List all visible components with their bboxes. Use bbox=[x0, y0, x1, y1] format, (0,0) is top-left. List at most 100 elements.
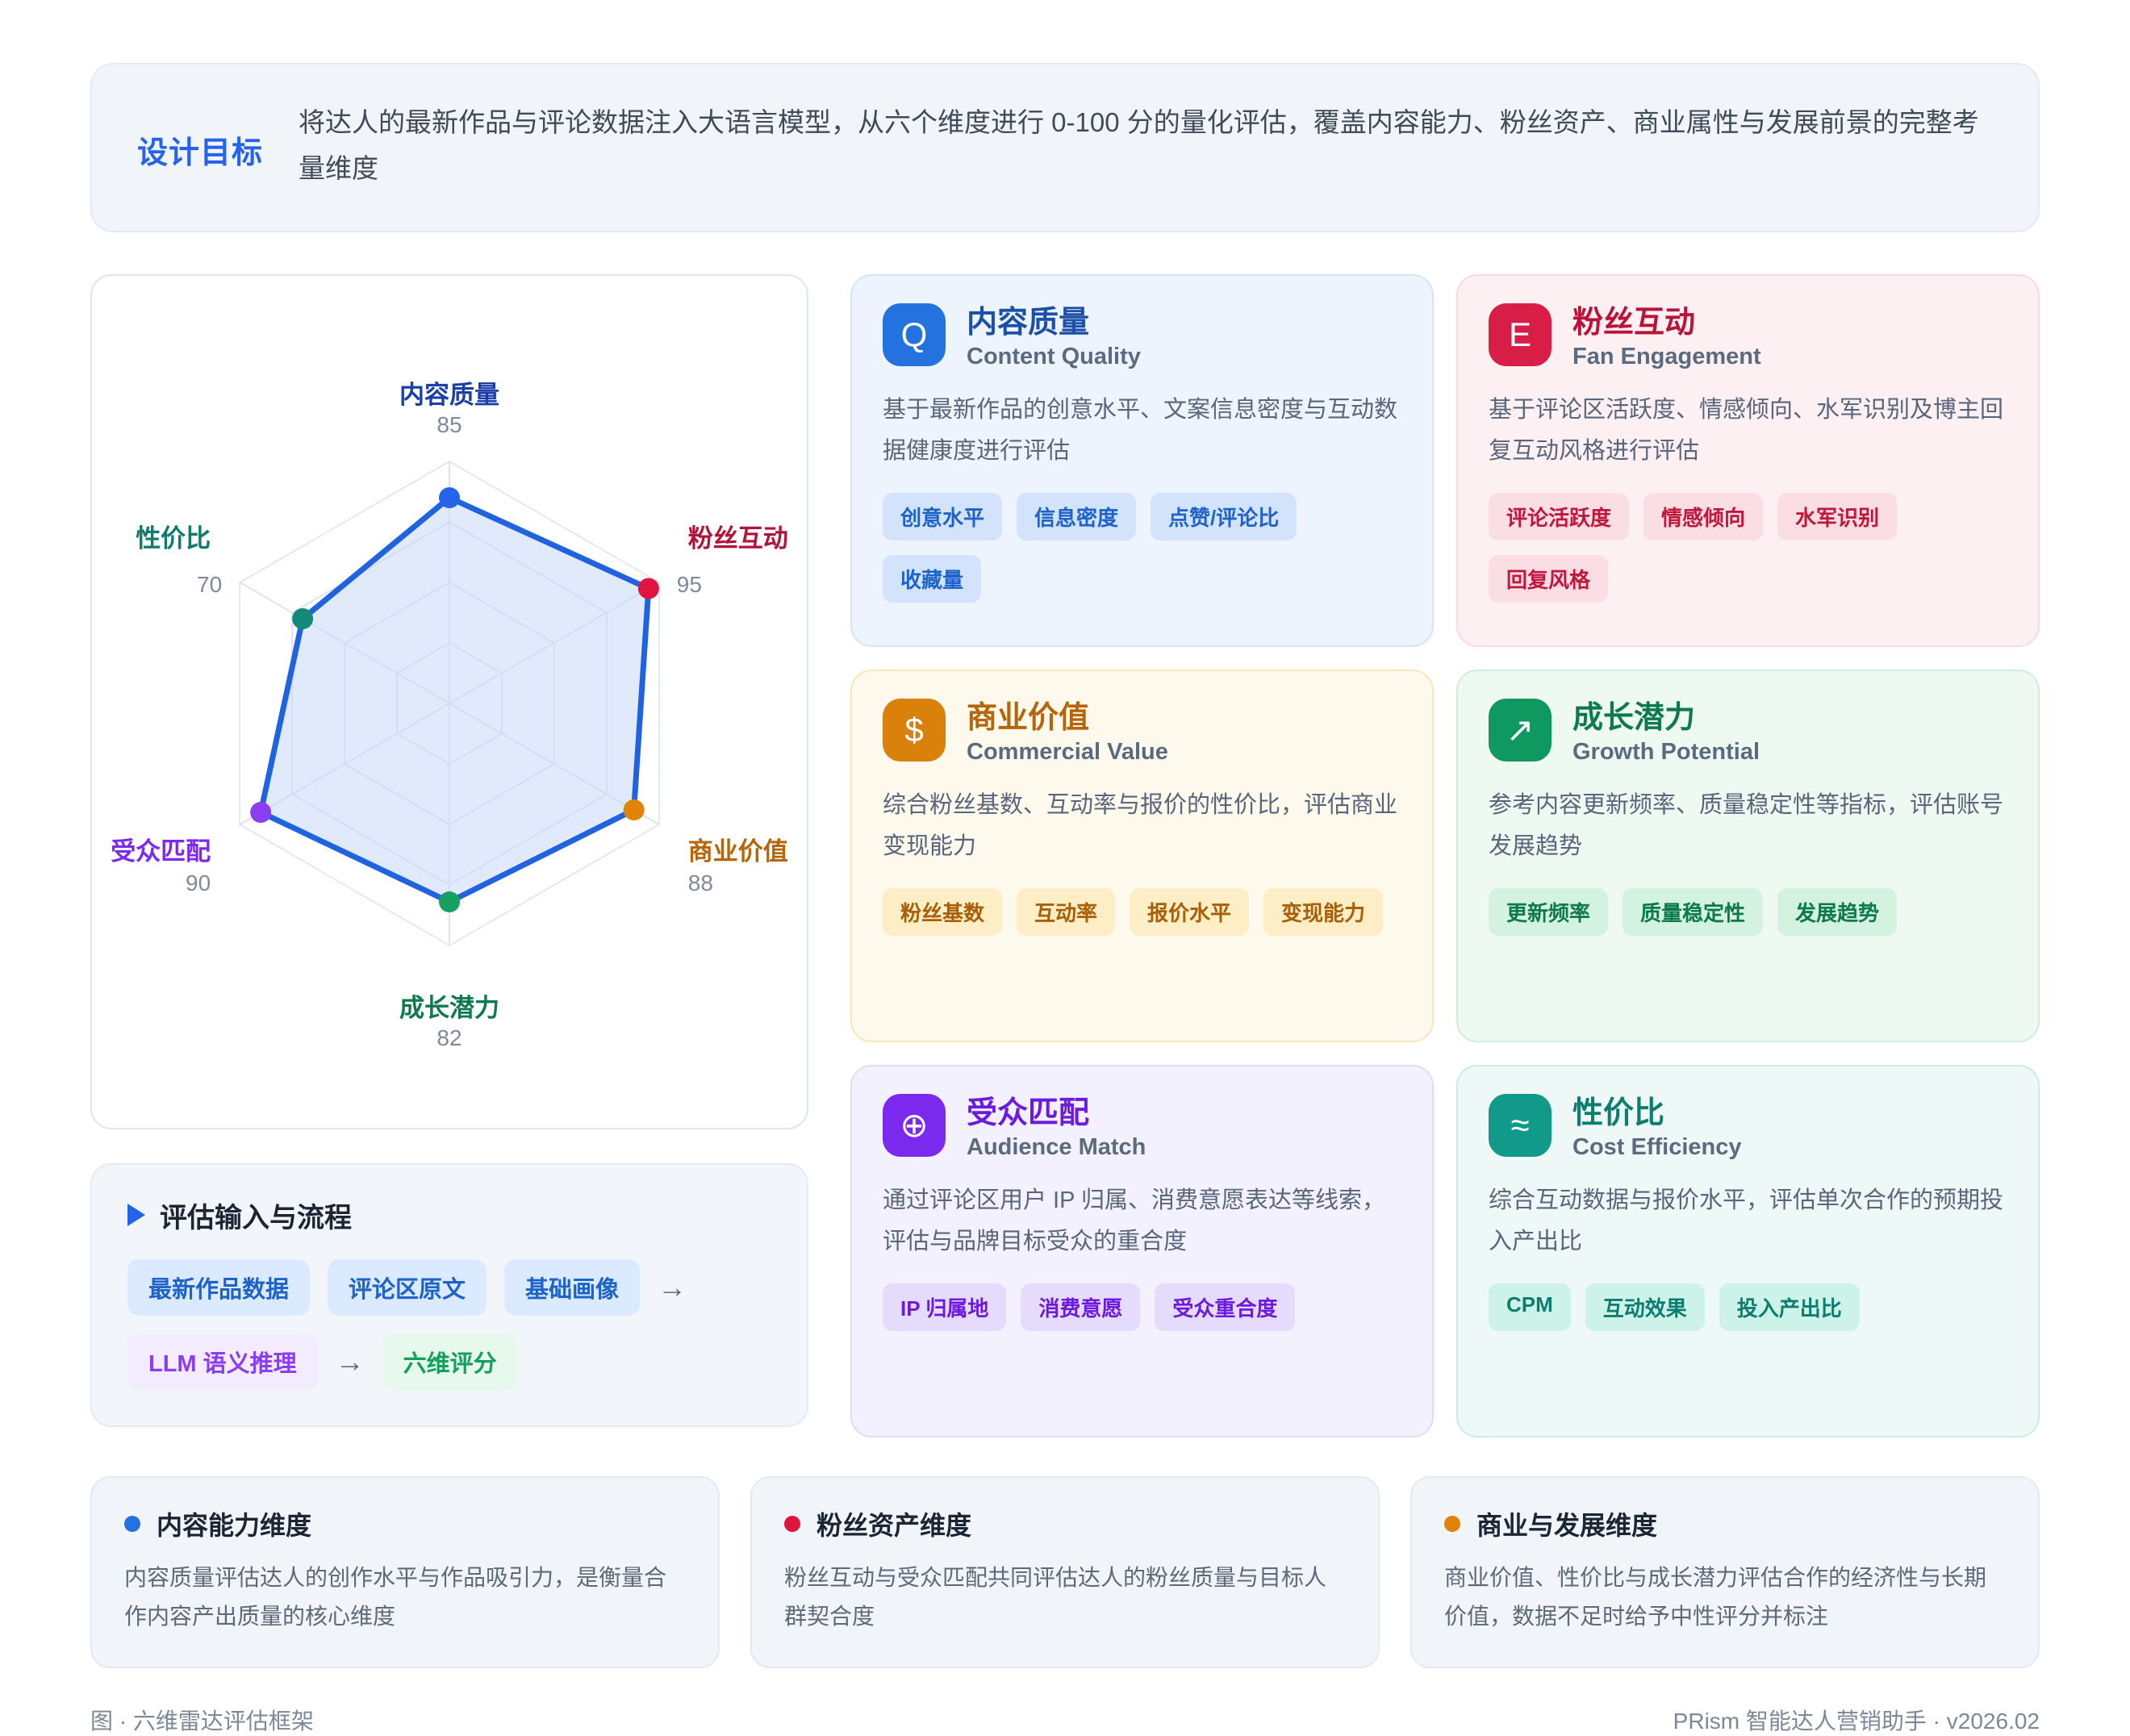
design-goal-banner: 设计目标 将达人的最新作品与评论数据注入大语言模型，从六个维度进行 0-100 … bbox=[90, 63, 2040, 232]
svg-text:受众匹配: 受众匹配 bbox=[111, 837, 211, 866]
dimension-card-commercial-value[interactable]: $ 商业价值 Commercial Value 综合粉丝基数、互动率与报价的性价… bbox=[850, 669, 1434, 1042]
card-title-cn: 受众匹配 bbox=[967, 1095, 1090, 1130]
card-tag[interactable]: IP 归属地 bbox=[883, 1283, 1007, 1332]
card-title-en: Cost Efficiency bbox=[1572, 1134, 1742, 1161]
dimension-card-fan-engagement[interactable]: E 粉丝互动 Fan Engagement 基于评论区活跃度、情感倾向、水军识别… bbox=[1456, 273, 2040, 647]
flow-chip-llm-reasoning[interactable]: LLM 语义推理 bbox=[127, 1333, 318, 1390]
flow-process-row: LLM 语义推理 → 六维评分 bbox=[127, 1333, 771, 1390]
dimension-card-row-3: ⊕ 受众匹配 Audience Match 通过评论区用户 IP 归属、消费意愿… bbox=[850, 1064, 2040, 1438]
card-tag[interactable]: 消费意愿 bbox=[1021, 1283, 1141, 1332]
card-title-en: Content Quality bbox=[967, 344, 1141, 370]
svg-text:粉丝互动: 粉丝互动 bbox=[688, 524, 788, 553]
card-tag[interactable]: 回复风格 bbox=[1489, 555, 1609, 603]
summary-card-fan-asset: 粉丝资产维度 粉丝互动与受众匹配共同评估达人的粉丝质量与目标人群契合度 bbox=[750, 1475, 1380, 1668]
evaluation-flow-panel: 评估输入与流程 最新作品数据 评论区原文 基础画像 → LLM 语义推理 → 六… bbox=[90, 1162, 808, 1427]
card-tag[interactable]: 投入产出比 bbox=[1719, 1283, 1860, 1332]
status-dot bbox=[784, 1515, 800, 1532]
page-footer: 图 · 六维雷达评估框架 PRism 智能达人营销助手 · v2026.02 bbox=[90, 1704, 2040, 1736]
card-tag[interactable]: 更新频率 bbox=[1489, 888, 1609, 937]
card-header: E 粉丝互动 Fan Engagement bbox=[1489, 303, 2007, 371]
card-titles: 内容质量 Content Quality bbox=[967, 303, 1141, 371]
card-title-en: Fan Engagement bbox=[1572, 344, 1761, 370]
card-tag[interactable]: 情感倾向 bbox=[1643, 493, 1764, 541]
dimension-card-row-2: $ 商业价值 Commercial Value 综合粉丝基数、互动率与报价的性价… bbox=[850, 669, 2040, 1042]
card-tag[interactable]: 互动效果 bbox=[1585, 1283, 1705, 1332]
card-tag[interactable]: 水军识别 bbox=[1777, 493, 1898, 541]
svg-text:性价比: 性价比 bbox=[136, 524, 211, 553]
card-header: ⊕ 受众匹配 Audience Match bbox=[883, 1093, 1401, 1162]
summary-card-header: 粉丝资产维度 bbox=[784, 1505, 1346, 1542]
card-tag[interactable]: 创意水平 bbox=[883, 493, 1003, 541]
card-tag[interactable]: CPM bbox=[1489, 1283, 1571, 1332]
fan-engagement-badge-icon: E bbox=[1489, 303, 1552, 366]
audience-match-target-icon: ⊕ bbox=[883, 1093, 946, 1157]
summary-card-business-growth: 商业与发展维度 商业价值、性价比与成长潜力评估合作的经济性与长期价值，数据不足时… bbox=[1410, 1475, 2040, 1668]
svg-text:90: 90 bbox=[186, 870, 211, 895]
card-title-en: Growth Potential bbox=[1572, 739, 1760, 766]
dimension-card-content-quality[interactable]: Q 内容质量 Content Quality 基于最新作品的创意水平、文案信息密… bbox=[850, 273, 1434, 647]
card-title-en: Commercial Value bbox=[967, 739, 1168, 766]
card-header: ≈ 性价比 Cost Efficiency bbox=[1489, 1093, 2007, 1162]
svg-text:成长潜力: 成长潜力 bbox=[399, 994, 499, 1022]
flow-chip-six-dim-score[interactable]: 六维评分 bbox=[382, 1333, 518, 1390]
card-tag[interactable]: 粉丝基数 bbox=[883, 888, 1003, 937]
dimension-card-cost-efficiency[interactable]: ≈ 性价比 Cost Efficiency 综合互动数据与报价水平，评估单次合作… bbox=[1456, 1064, 2040, 1438]
card-tag[interactable]: 互动率 bbox=[1017, 888, 1116, 937]
card-header: $ 商业价值 Commercial Value bbox=[883, 698, 1401, 766]
card-title-cn: 粉丝互动 bbox=[1572, 305, 1696, 340]
card-tag[interactable]: 点赞/评论比 bbox=[1151, 493, 1297, 541]
card-title-cn: 成长潜力 bbox=[1572, 700, 1696, 735]
summary-card-content-capability: 内容能力维度 内容质量评估达人的创作水平与作品吸引力，是衡量合作内容产出质量的核… bbox=[90, 1475, 720, 1668]
card-description: 基于最新作品的创意水平、文案信息密度与互动数据健康度进行评估 bbox=[883, 397, 1398, 465]
card-description: 参考内容更新频率、质量稳定性等指标，评估账号发展趋势 bbox=[1489, 792, 2004, 860]
design-goal-text: 将达人的最新作品与评论数据注入大语言模型，从六个维度进行 0-100 分的量化评… bbox=[299, 107, 1979, 183]
flow-chip-input-2[interactable]: 评论区原文 bbox=[328, 1258, 487, 1316]
svg-text:70: 70 bbox=[197, 572, 222, 597]
summary-card-desc: 内容质量评估达人的创作水平与作品吸引力，是衡量合作内容产出质量的核心维度 bbox=[124, 1564, 667, 1629]
card-tag-list: CPM 互动效果 投入产出比 bbox=[1489, 1283, 2007, 1332]
card-tag[interactable]: 收藏量 bbox=[883, 555, 982, 603]
content-quality-badge-icon: Q bbox=[883, 303, 946, 366]
cost-efficiency-approx-icon: ≈ bbox=[1489, 1093, 1552, 1157]
footer-caption: 图 · 六维雷达评估框架 bbox=[90, 1708, 314, 1734]
card-tag[interactable]: 发展趋势 bbox=[1777, 888, 1898, 937]
card-tag[interactable]: 评论活跃度 bbox=[1489, 493, 1630, 541]
dimension-cards-grid: Q 内容质量 Content Quality 基于最新作品的创意水平、文案信息密… bbox=[850, 273, 2040, 1438]
summary-card-header: 商业与发展维度 bbox=[1444, 1505, 2006, 1542]
triangle-right-icon bbox=[127, 1204, 145, 1226]
card-description: 综合粉丝基数、互动率与报价的性价比，评估商业变现能力 bbox=[883, 792, 1398, 860]
card-tag[interactable]: 质量稳定性 bbox=[1623, 888, 1764, 937]
status-dot bbox=[124, 1515, 140, 1532]
card-tag[interactable]: 变现能力 bbox=[1263, 888, 1384, 937]
card-description: 通过评论区用户 IP 归属、消费意愿表达等线索，评估与品牌目标受众的重合度 bbox=[883, 1187, 1385, 1255]
svg-text:95: 95 bbox=[677, 572, 702, 597]
card-description: 基于评论区活跃度、情感倾向、水军识别及博主回复互动风格进行评估 bbox=[1489, 397, 2004, 465]
card-tag[interactable]: 受众重合度 bbox=[1155, 1283, 1296, 1332]
arrow-right-icon-2: → bbox=[335, 1344, 365, 1378]
card-titles: 粉丝互动 Fan Engagement bbox=[1572, 303, 1761, 371]
svg-text:内容质量: 内容质量 bbox=[399, 381, 499, 409]
dimension-card-growth-potential[interactable]: ↗ 成长潜力 Growth Potential 参考内容更新频率、质量稳定性等指… bbox=[1456, 669, 2040, 1042]
commercial-value-dollar-icon: $ bbox=[883, 698, 946, 762]
flow-chip-input-3[interactable]: 基础画像 bbox=[504, 1258, 641, 1316]
dimension-card-audience-match[interactable]: ⊕ 受众匹配 Audience Match 通过评论区用户 IP 归属、消费意愿… bbox=[850, 1064, 1434, 1438]
svg-text:商业价值: 商业价值 bbox=[688, 837, 788, 866]
card-tag[interactable]: 报价水平 bbox=[1130, 888, 1250, 937]
summary-card-desc: 商业价值、性价比与成长潜力评估合作的经济性与长期价值，数据不足时给予中性评分并标… bbox=[1444, 1564, 1987, 1629]
card-title-cn: 性价比 bbox=[1572, 1095, 1665, 1130]
flow-chip-input-1[interactable]: 最新作品数据 bbox=[127, 1258, 311, 1316]
card-tag[interactable]: 信息密度 bbox=[1017, 493, 1137, 541]
growth-potential-arrow-up-right-icon: ↗ bbox=[1489, 698, 1552, 762]
status-dot bbox=[1444, 1515, 1460, 1532]
card-titles: 性价比 Cost Efficiency bbox=[1572, 1094, 1742, 1162]
card-title-cn: 内容质量 bbox=[967, 305, 1090, 340]
card-tag-list: 评论活跃度 情感倾向 水军识别 回复风格 bbox=[1489, 493, 2007, 603]
flow-inputs-row: 最新作品数据 评论区原文 基础画像 → bbox=[127, 1258, 771, 1316]
card-tag-list: 更新频率 质量稳定性 发展趋势 bbox=[1489, 888, 2007, 937]
